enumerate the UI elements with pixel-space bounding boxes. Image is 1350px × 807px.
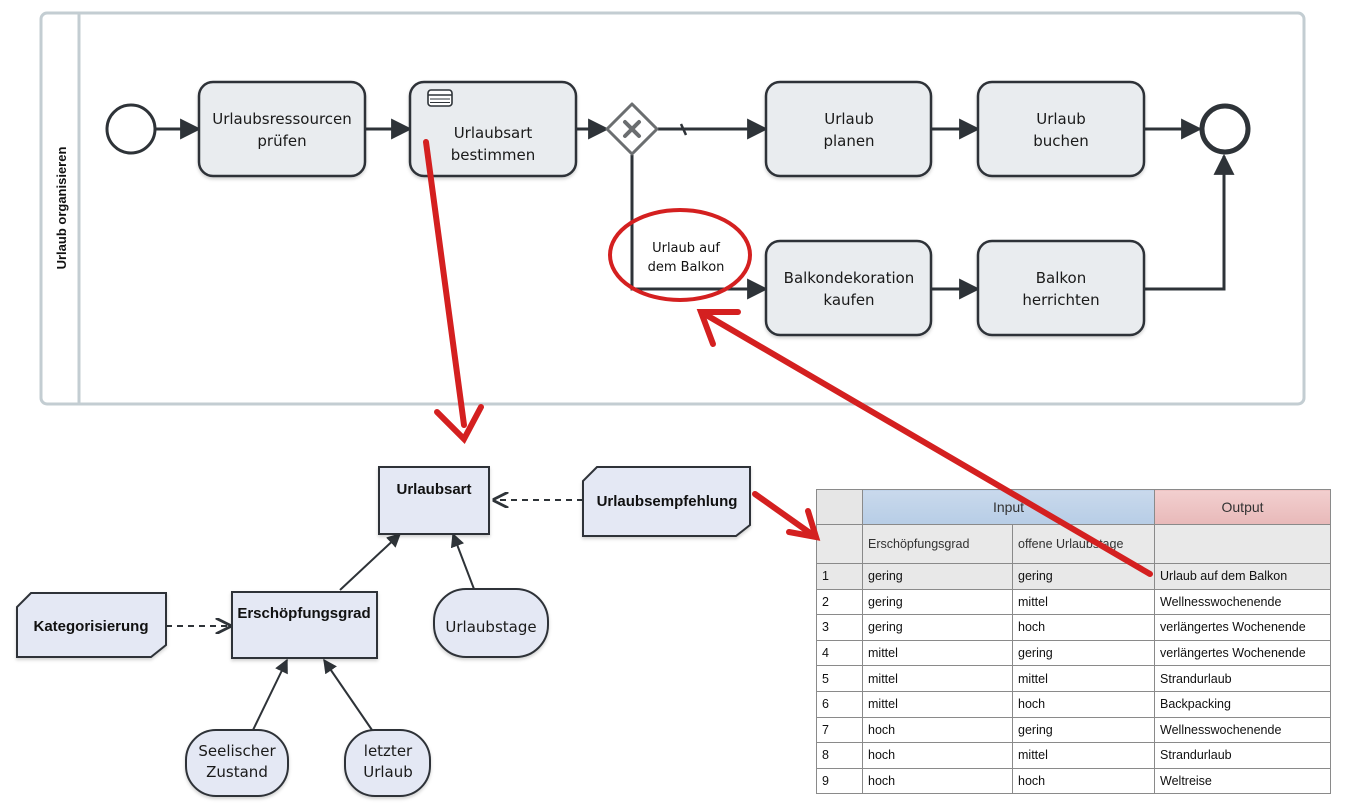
rule-number: 2	[816, 588, 863, 616]
cell-output: Backpacking	[1154, 690, 1332, 718]
task-label-line1: Urlaub	[824, 110, 874, 128]
rule-number: 8	[816, 742, 863, 769]
decision-erschoepfungsgrad[interactable]: Erschöpfungsgrad	[231, 591, 378, 659]
cell-output: Urlaub auf dem Balkon	[1154, 563, 1332, 590]
task-balkon-herrichten[interactable]: Balkon herrichten	[976, 239, 1146, 337]
cell-erschoepfungsgrad: hoch	[862, 742, 1013, 769]
input-data-line2: Urlaub	[363, 763, 413, 781]
cell-urlaubstage: hoch	[1011, 614, 1156, 641]
cell-erschoepfungsgrad: mittel	[862, 690, 1013, 718]
cell-output: verlängertes Wochenende	[1154, 614, 1332, 641]
knowledge-source-kategorisierung[interactable]: Kategorisierung	[16, 592, 167, 658]
rule-number: 4	[816, 639, 863, 667]
task-label-line2: planen	[823, 132, 874, 150]
flow-label-line2: dem Balkon	[648, 260, 725, 275]
flow-label-line1: Urlaub auf	[652, 241, 720, 256]
decision-table: Input Output Erschöpfungsgrad offene Url…	[816, 489, 1332, 795]
cell-erschoepfungsgrad: gering	[862, 563, 1013, 590]
task-urlaub-planen[interactable]: Urlaub planen	[764, 80, 933, 178]
cell-urlaubstage: gering	[1011, 639, 1156, 667]
cell-urlaubstage: gering	[1011, 716, 1156, 744]
input-data-line1: Seelischer	[198, 742, 276, 760]
cell-output: Wellnesswochenende	[1154, 716, 1332, 744]
cell-erschoepfungsgrad: mittel	[862, 639, 1013, 667]
column-header-output	[1154, 524, 1332, 564]
cell-urlaubstage: mittel	[1011, 588, 1156, 616]
rule-number: 1	[816, 563, 863, 590]
cell-urlaubstage: gering	[1011, 563, 1156, 590]
cell-output: Strandurlaub	[1154, 742, 1332, 769]
cell-urlaubstage: mittel	[1011, 742, 1156, 769]
task-label-line1: Balkon	[1036, 269, 1087, 287]
end-event[interactable]	[1199, 103, 1251, 155]
cell-erschoepfungsgrad: hoch	[862, 716, 1013, 744]
input-data-seelischer-zustand[interactable]: Seelischer Zustand	[185, 729, 289, 797]
cell-urlaubstage: hoch	[1011, 767, 1156, 795]
task-label-line1: Urlaubsart	[454, 124, 533, 142]
cell-output: Strandurlaub	[1154, 665, 1332, 692]
pool: Urlaub organisieren	[39, 11, 1306, 406]
output-header: Output	[1154, 489, 1332, 525]
cell-output: Wellnesswochenende	[1154, 588, 1332, 616]
task-label-line2: bestimmen	[451, 146, 536, 164]
input-data-label: Urlaubstage	[445, 618, 536, 636]
knowledge-label: Urlaubsempfehlung	[597, 493, 738, 510]
task-label-line1: Urlaubsressourcen	[212, 110, 352, 128]
cell-urlaubstage: hoch	[1011, 690, 1156, 718]
cell-output: verlängertes Wochenende	[1154, 639, 1332, 667]
drd-edges	[166, 500, 583, 731]
task-urlaub-buchen[interactable]: Urlaub buchen	[976, 80, 1146, 178]
cell-erschoepfungsgrad: gering	[862, 614, 1013, 641]
rule-number: 7	[816, 716, 863, 744]
table-corner	[816, 489, 863, 525]
cell-urlaubstage: mittel	[1011, 665, 1156, 692]
business-rule-icon	[427, 89, 453, 107]
task-balkondekoration-kaufen[interactable]: Balkondekoration kaufen	[764, 239, 933, 337]
pool-label: Urlaub organisieren	[54, 147, 69, 270]
cell-output: Weltreise	[1154, 767, 1332, 795]
input-data-line1: letzter	[364, 742, 413, 760]
cell-erschoepfungsgrad: gering	[862, 588, 1013, 616]
column-header-erschoepfungsgrad: Erschöpfungsgrad	[862, 524, 1013, 564]
table-subheader-blank	[816, 524, 863, 564]
task-label-line1: Balkondekoration	[784, 269, 915, 287]
input-data-line2: Zustand	[206, 763, 268, 781]
column-header-offene-urlaubstage: offene Urlaubstage	[1011, 524, 1156, 564]
task-urlaubsressourcen-pruefen[interactable]: Urlaubsressourcen prüfen	[197, 80, 367, 178]
task-label-line2: buchen	[1033, 132, 1089, 150]
input-data-urlaubstage[interactable]: Urlaubstage	[433, 588, 549, 658]
cell-erschoepfungsgrad: mittel	[862, 665, 1013, 692]
knowledge-source-urlaubsempfehlung[interactable]: Urlaubsempfehlung	[582, 466, 751, 537]
decision-label: Urlaubsart	[396, 481, 471, 498]
gateway-x-icon	[623, 120, 641, 138]
cell-erschoepfungsgrad: hoch	[862, 767, 1013, 795]
task-label-line1: Urlaub	[1036, 110, 1086, 128]
input-header: Input	[861, 489, 1156, 525]
task-label-line2: kaufen	[823, 291, 874, 309]
rule-number: 9	[816, 767, 863, 795]
knowledge-label: Kategorisierung	[33, 618, 148, 635]
decision-urlaubsart[interactable]: Urlaubsart	[378, 466, 490, 535]
task-label-line2: herrichten	[1022, 291, 1099, 309]
task-urlaubsart-bestimmen[interactable]: Urlaubsart bestimmen	[408, 80, 578, 178]
input-data-letzter-urlaub[interactable]: letzter Urlaub	[344, 729, 431, 797]
rule-number: 3	[816, 614, 863, 641]
task-label-line2: prüfen	[257, 132, 306, 150]
decision-label: Erschöpfungsgrad	[237, 605, 370, 622]
rule-number: 5	[816, 665, 863, 692]
exclusive-gateway[interactable]	[605, 102, 659, 156]
start-event[interactable]	[105, 103, 157, 155]
rule-number: 6	[816, 690, 863, 718]
